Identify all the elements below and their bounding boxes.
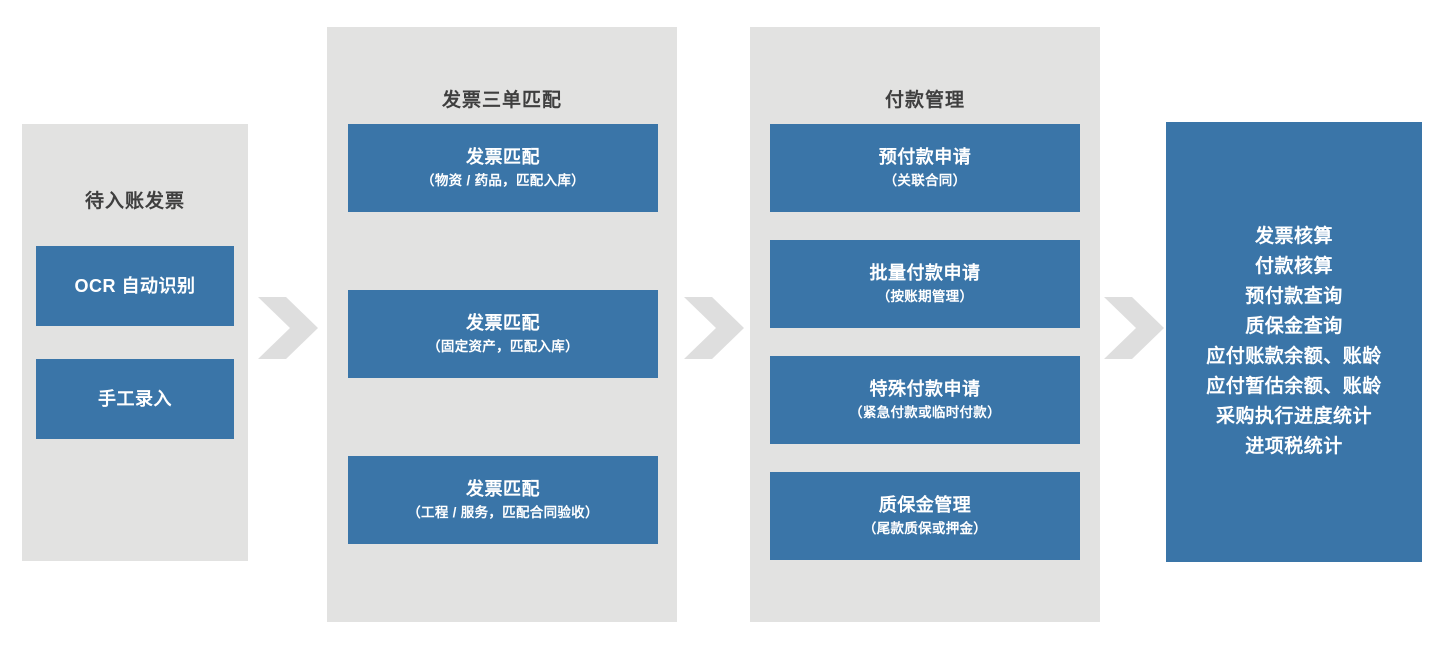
box-ocr-auto-recognition[interactable]: OCR 自动识别: [36, 246, 234, 326]
box-title: 特殊付款申请: [869, 378, 981, 399]
box-manual-entry[interactable]: 手工录入: [36, 359, 234, 439]
result-item: 发票核算: [1254, 225, 1333, 247]
result-item: 付款核算: [1254, 255, 1333, 277]
stage-panel-three-way-match: 发票三单匹配 发票匹配 （物资 / 药品，匹配入库） 发票匹配 （固定资产，匹配…: [327, 27, 677, 622]
box-subtitle: （尾款质保或押金）: [862, 521, 988, 537]
box-prepayment-application[interactable]: 预付款申请 （关联合同）: [770, 124, 1080, 212]
result-item: 质保金查询: [1245, 315, 1343, 337]
result-item: 应付暂估余额、账龄: [1206, 376, 1382, 398]
arrow-3-chevron-right-icon: [1104, 297, 1164, 359]
result-item: 进项税统计: [1245, 436, 1343, 458]
result-item: 应付账款余额、账龄: [1206, 346, 1382, 367]
result-item: 采购执行进度统计: [1215, 406, 1372, 428]
results-panel-accounting-outputs: 发票核算 付款核算 预付款查询 质保金查询 应付账款余额、账龄 应付暂估余额、账…: [1166, 122, 1422, 562]
box-subtitle: （按账期管理）: [876, 289, 974, 305]
box-subtitle: （工程 / 服务，匹配合同验收）: [407, 505, 599, 521]
stage-title-three-way-match: 发票三单匹配: [441, 90, 562, 111]
chevron-right-icon: [684, 297, 744, 359]
box-title: OCR 自动识别: [74, 275, 196, 296]
box-title: 发票匹配: [466, 146, 540, 167]
stage-panel-payment-management: 付款管理 预付款申请 （关联合同） 批量付款申请 （按账期管理） 特殊付款申请 …: [750, 27, 1100, 622]
stage-panel-pending-invoice: 待入账发票 OCR 自动识别 手工录入: [22, 124, 248, 561]
box-subtitle: （物资 / 药品，匹配入库）: [421, 173, 585, 189]
box-title: 发票匹配: [466, 312, 540, 333]
chevron-right-icon: [1104, 297, 1164, 359]
box-warranty-deposit-management[interactable]: 质保金管理 （尾款质保或押金）: [770, 472, 1080, 560]
box-title: 预付款申请: [878, 146, 972, 167]
stage-title-pending-invoice: 待入账发票: [84, 191, 185, 212]
box-title: 手工录入: [98, 388, 172, 409]
box-title: 质保金管理: [878, 494, 972, 515]
box-invoice-match-fixed-assets[interactable]: 发票匹配 （固定资产，匹配入库）: [348, 290, 658, 378]
box-title: 发票匹配: [466, 478, 540, 499]
box-subtitle: （关联合同）: [883, 173, 967, 189]
arrow-1-chevron-right-icon: [258, 297, 318, 359]
box-batch-payment-application[interactable]: 批量付款申请 （按账期管理）: [770, 240, 1080, 328]
arrow-2-chevron-right-icon: [684, 297, 744, 359]
box-title: 批量付款申请: [869, 262, 981, 283]
chevron-right-icon: [258, 297, 318, 359]
box-invoice-match-engineering-service[interactable]: 发票匹配 （工程 / 服务，匹配合同验收）: [348, 456, 658, 544]
box-subtitle: （固定资产，匹配入库）: [427, 339, 579, 355]
result-item: 预付款查询: [1245, 285, 1343, 307]
stage-title-payment-management: 付款管理: [884, 90, 965, 111]
box-subtitle: （紧急付款或临时付款）: [849, 405, 1001, 421]
box-special-payment-application[interactable]: 特殊付款申请 （紧急付款或临时付款）: [770, 356, 1080, 444]
box-invoice-match-supplies[interactable]: 发票匹配 （物资 / 药品，匹配入库）: [348, 124, 658, 212]
